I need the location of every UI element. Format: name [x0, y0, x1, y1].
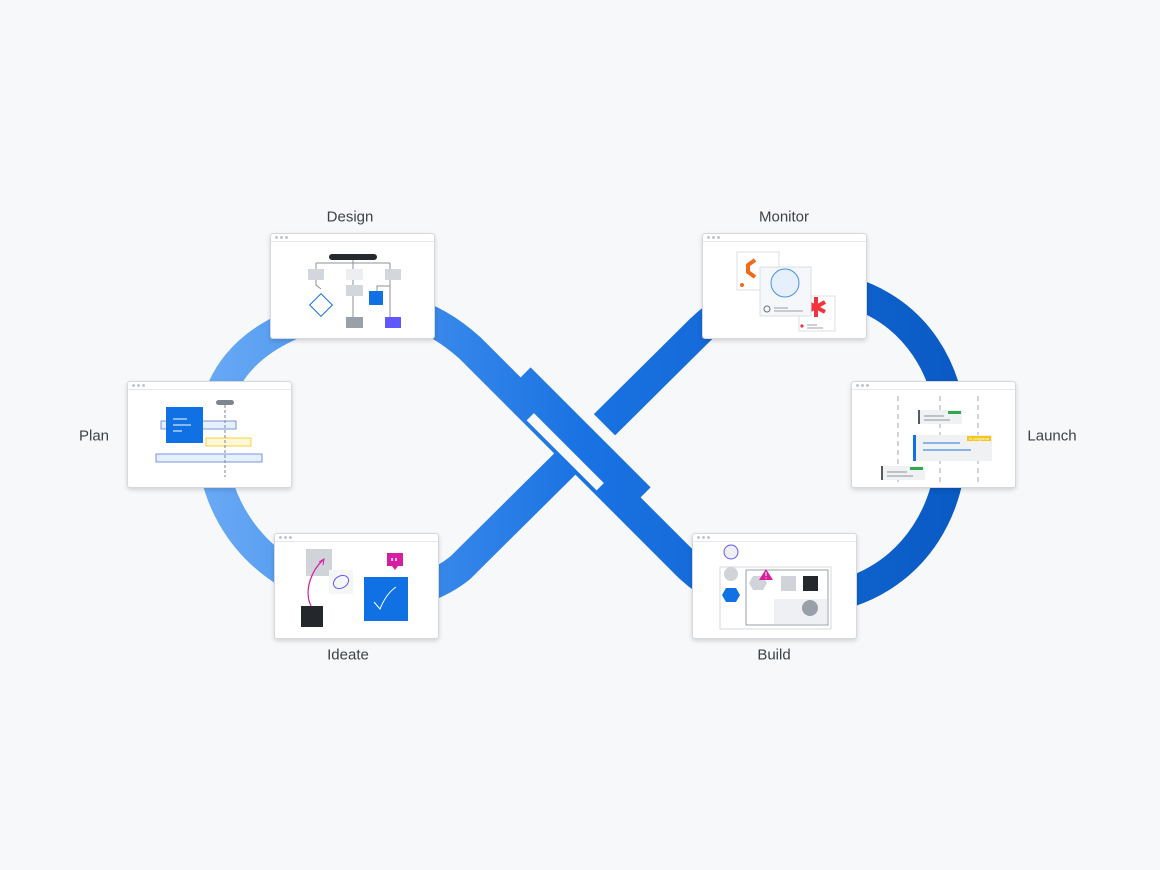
window-bar — [703, 234, 866, 242]
window-bar — [128, 382, 291, 390]
monitoring-illustration — [736, 251, 836, 332]
stage-label-launch: Launch — [1027, 427, 1077, 445]
stage-label-build: Build — [757, 646, 791, 664]
warning-icon — [759, 569, 773, 580]
release-board-illustration: In progress — [881, 396, 992, 486]
build-card[interactable] — [692, 533, 857, 639]
monitor-card[interactable] — [702, 233, 867, 339]
plan-card[interactable] — [127, 381, 292, 488]
stage-label-plan: Plan — [78, 427, 110, 445]
quote-bubble-icon — [387, 553, 403, 570]
stage-label-ideate: Ideate — [327, 646, 369, 664]
ideate-card[interactable] — [274, 533, 439, 639]
window-bar — [852, 382, 1015, 390]
design-card[interactable] — [270, 233, 435, 339]
flowchart-illustration — [308, 254, 401, 328]
window-bar — [271, 234, 434, 242]
loop-crossing-over — [509, 367, 651, 509]
stage-label-design: Design — [326, 208, 374, 226]
stage-label-monitor: Monitor — [758, 208, 810, 226]
in-progress-badge: In progress — [969, 436, 989, 441]
timeline-illustration — [155, 400, 263, 477]
window-bar — [693, 534, 856, 542]
launch-card[interactable]: In progress — [851, 381, 1016, 488]
component-builder-illustration — [719, 544, 832, 630]
whiteboard-illustration — [301, 549, 408, 627]
window-bar — [275, 534, 438, 542]
